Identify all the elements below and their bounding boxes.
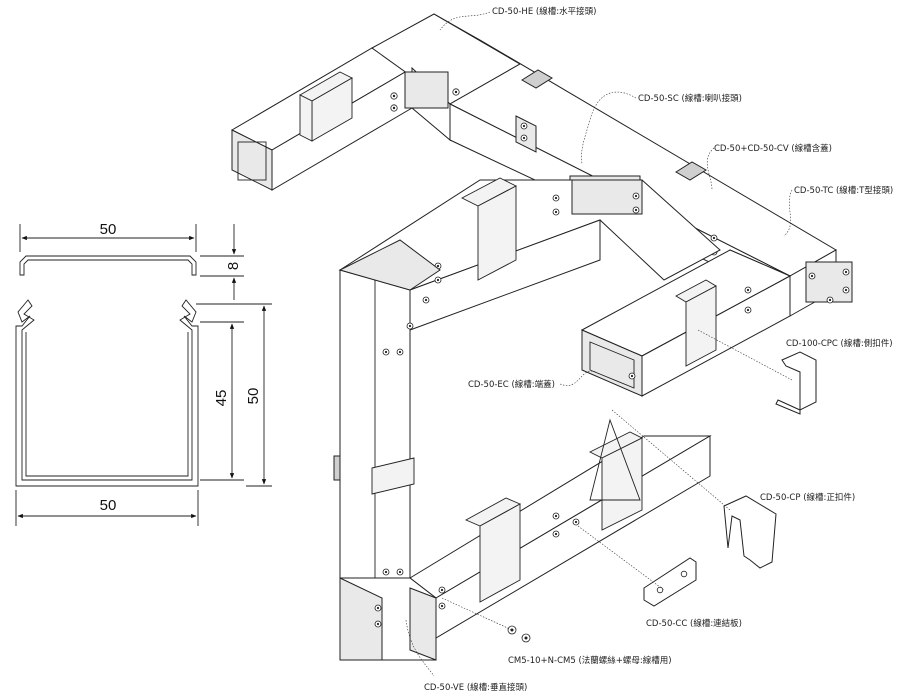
- leader-cv: [706, 147, 715, 191]
- leader-sc: [581, 91, 637, 165]
- flange-bolt-and-nut: [507, 625, 531, 643]
- ve-elbow: [339, 577, 437, 661]
- label-he: CD-50-HE (線槽:水平接頭): [492, 6, 596, 17]
- isometric-assembly: CD-50-HE (線槽:水平接頭) CD-50-SC (線槽:喇叭接頭) CD…: [230, 6, 893, 693]
- cc-connecting-plate: [643, 557, 697, 607]
- top-run-left: [230, 47, 414, 191]
- body-profile: [15, 299, 199, 487]
- cpc-side-clip: [775, 351, 817, 415]
- leader-cc: [577, 525, 665, 591]
- leader-cm5: [441, 597, 513, 631]
- cover-height-label: 8: [225, 262, 242, 270]
- leader-ve: [405, 619, 435, 677]
- vertical-column: [333, 239, 441, 579]
- cover-width-label: 50: [100, 221, 117, 238]
- leader-he: [439, 11, 491, 31]
- cover-profile: [19, 255, 197, 276]
- body-width-label: 50: [100, 497, 117, 514]
- label-ve: CD-50-VE (線槽:垂直接頭): [424, 682, 527, 693]
- label-ec: CD-50-EC (線槽:端蓋): [468, 379, 555, 390]
- middle-run: [338, 177, 721, 331]
- body-inner-line: [25, 332, 189, 477]
- leader-tc: [783, 189, 793, 237]
- he-elbow: [371, 13, 522, 142]
- label-cpc: CD-100-CPC (線槽:側扣件): [786, 338, 893, 349]
- label-cp: CD-50-CP (線槽:正扣件): [760, 492, 855, 503]
- label-sc: CD-50-SC (線槽:喇叭接頭): [638, 93, 742, 104]
- cross-section-view: 50 8 45 50 50: [15, 221, 272, 526]
- bottom-run: [409, 418, 712, 639]
- outer-height-label: 50: [245, 388, 262, 405]
- cp-front-clip: [723, 495, 777, 569]
- ec-run: [580, 249, 792, 397]
- label-cc: CD-50-CC (線槽:連結板): [646, 618, 742, 629]
- inner-height-label: 45: [213, 390, 230, 407]
- leader-ec: [559, 370, 597, 386]
- label-tc: CD-50-TC (線槽:T型接頭): [794, 185, 893, 196]
- label-cm5: CM5-10+N-CM5 (法蘭螺絲+螺母:線槽用): [508, 655, 672, 666]
- label-cv: CD-50+CD-50-CV (線槽含蓋): [714, 143, 832, 154]
